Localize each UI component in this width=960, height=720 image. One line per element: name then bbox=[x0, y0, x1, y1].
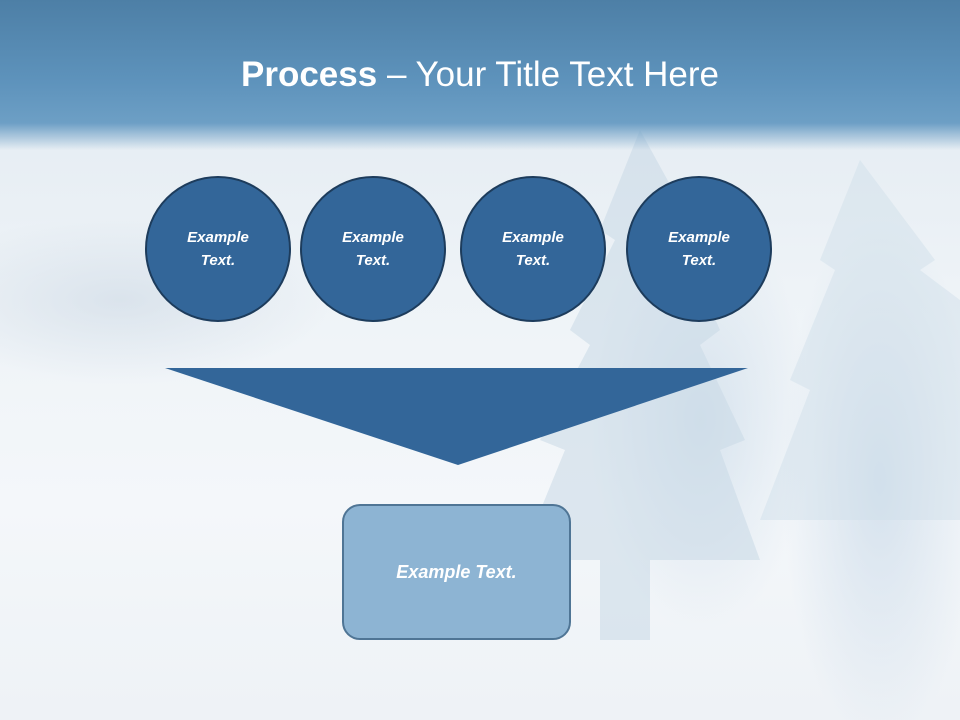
result-label: Example Text. bbox=[396, 561, 517, 582]
process-step-3: Example Text. bbox=[460, 176, 606, 322]
title-bold: Process bbox=[241, 55, 378, 94]
process-step-4: Example Text. bbox=[626, 176, 772, 322]
step-4-label: Example Text. bbox=[668, 229, 730, 269]
step-1-label: Example Text. bbox=[187, 229, 249, 269]
step-2-label: Example Text. bbox=[342, 229, 404, 269]
title-text: – Your Title Text Here bbox=[377, 55, 719, 94]
process-step-2: Example Text. bbox=[300, 176, 446, 322]
step-3-label: Example Text. bbox=[502, 229, 564, 269]
funnel-arrow bbox=[165, 368, 748, 465]
process-step-1: Example Text. bbox=[145, 176, 291, 322]
slide-title: Process – Your Title Text Here bbox=[0, 52, 960, 98]
result-box: Example Text. bbox=[342, 504, 571, 640]
title-bar bbox=[0, 0, 960, 150]
